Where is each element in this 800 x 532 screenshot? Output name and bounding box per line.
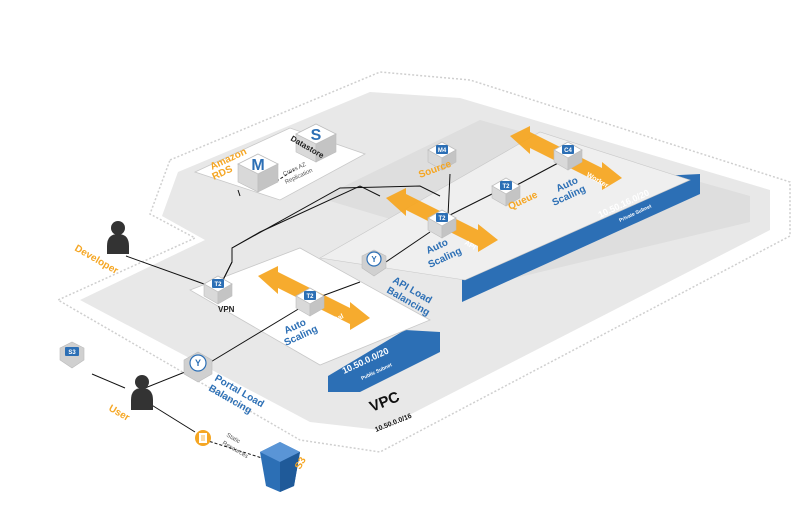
- worker-chip: C4: [564, 148, 572, 154]
- api-label: API: [463, 240, 477, 252]
- s3-small-chip: S3: [68, 350, 76, 356]
- vpn-instance: T2: [203, 275, 233, 305]
- user-label: User: [107, 403, 132, 424]
- queue-chip: T2: [502, 184, 510, 190]
- s3-small-bucket: S3: [59, 341, 85, 369]
- api-load-balancer: Y: [361, 249, 387, 277]
- s3-bucket-icon: [260, 442, 300, 492]
- portal-load-balancer: Y: [183, 351, 213, 383]
- portal-lb-icon: Y: [195, 358, 201, 368]
- private-subnet-band: [462, 174, 700, 302]
- rds-primary: M: [237, 153, 279, 193]
- queue-instance: T2: [491, 177, 521, 207]
- static-line2: Resources: [221, 441, 249, 461]
- developer-person-icon: [107, 221, 129, 254]
- public-subnet-band: [328, 330, 440, 392]
- api-lb-icon: Y: [371, 255, 377, 264]
- s3-label: S3: [293, 455, 309, 471]
- static-resources-label: Static Resources: [221, 433, 249, 461]
- worker-instance: C4: [553, 141, 583, 171]
- vpn-label: VPN: [218, 305, 235, 314]
- portal-chip: T2: [306, 294, 314, 300]
- api-chip: T2: [438, 216, 446, 222]
- portal-instance: T2: [295, 287, 325, 317]
- rds-m-chip: M: [251, 157, 264, 174]
- source-chip: M4: [438, 148, 447, 154]
- static-resources-icon: [195, 430, 211, 446]
- api-instance: T2: [427, 209, 457, 239]
- vpn-chip: T2: [214, 282, 222, 288]
- source-instance: M4: [427, 141, 457, 171]
- rds-s-chip: S: [311, 127, 322, 144]
- connections: [91, 161, 561, 459]
- user-person-icon: [131, 375, 153, 410]
- rds-replica: S: [295, 123, 337, 163]
